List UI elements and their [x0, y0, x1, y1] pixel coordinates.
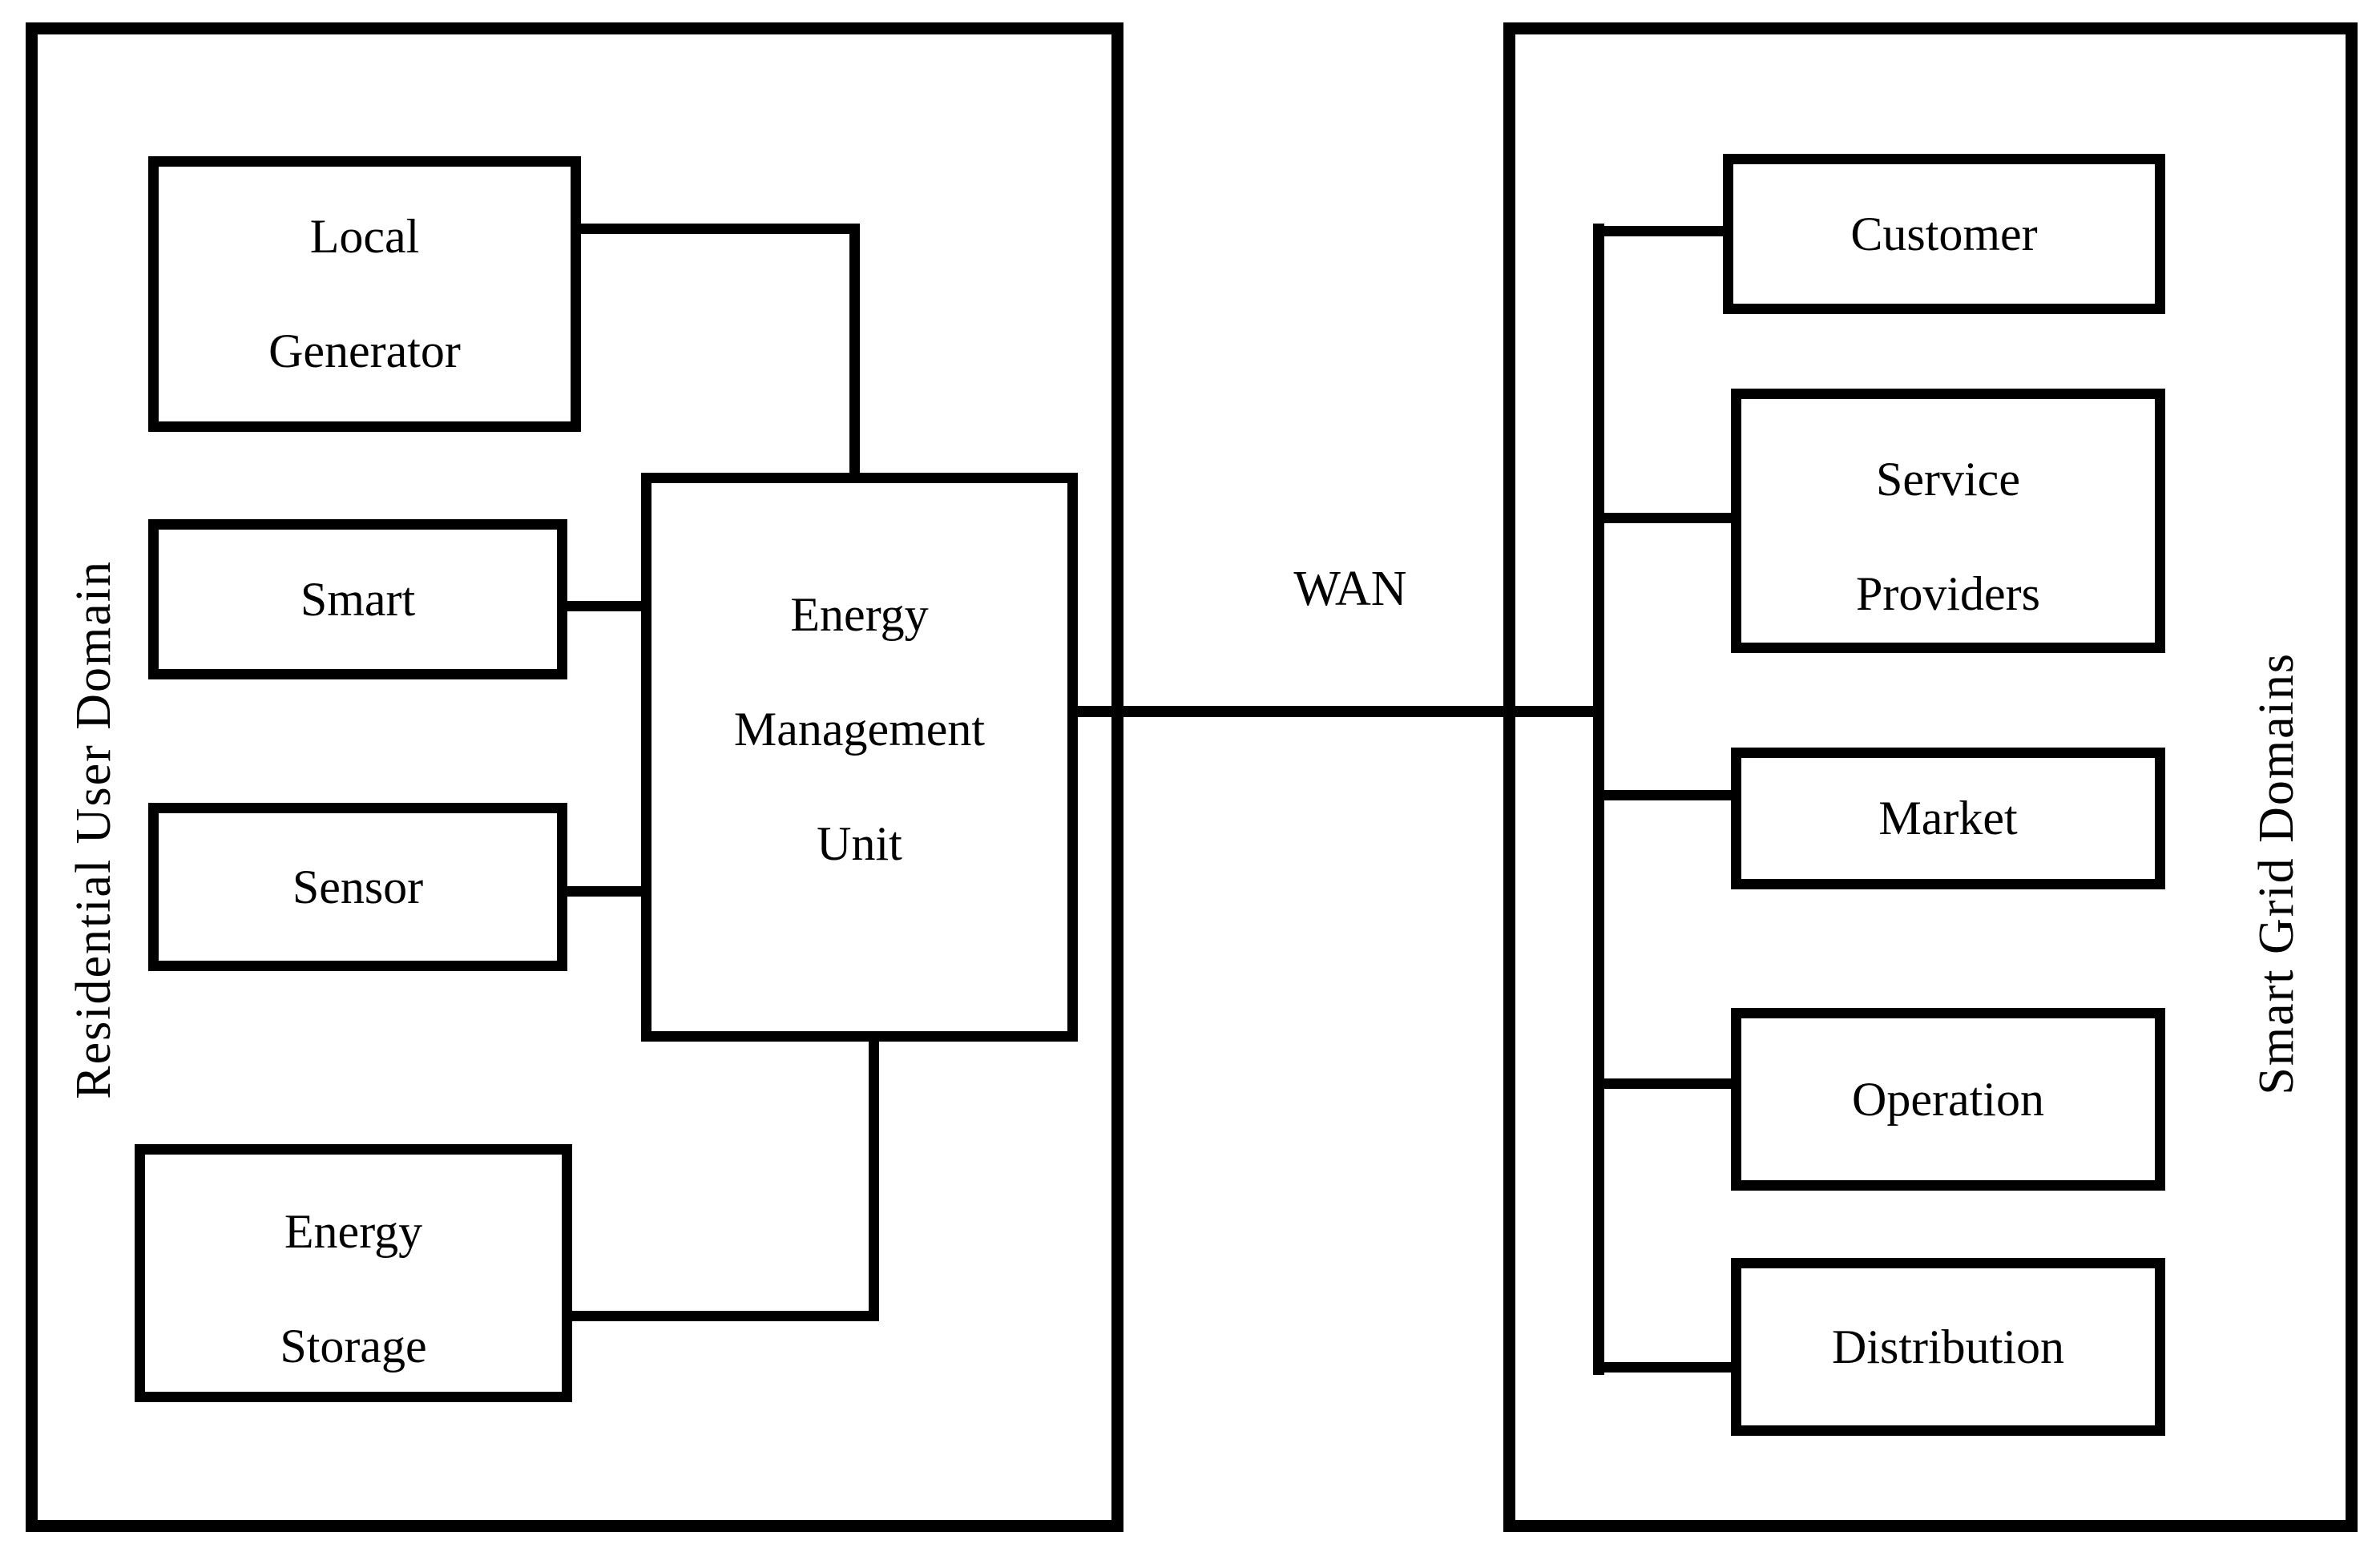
connector-sensor-stub	[567, 886, 641, 897]
node-operation: Operation	[1731, 1008, 2165, 1191]
node-energy-management-unit-line2: Management	[733, 702, 986, 756]
smart-grid-domains-box	[1503, 22, 2358, 1532]
node-local-generator-line2: Generator	[268, 324, 461, 377]
node-energy-storage-line1: Energy	[284, 1205, 423, 1258]
node-distribution-label: Distribution	[1831, 1320, 2064, 1373]
node-sensor: Sensor	[148, 803, 567, 971]
node-service-providers-line2: Providers	[1856, 567, 2040, 620]
residential-user-domain-box	[26, 22, 1123, 1532]
connector-wan-line	[1078, 706, 1604, 717]
wan-label: WAN	[1293, 562, 1407, 616]
node-energy-storage: Energy Storage	[135, 1144, 572, 1402]
connector-operation-stub	[1604, 1078, 1731, 1089]
smart-grid-domains-label-text: Smart Grid Domains	[2249, 651, 2304, 1095]
node-service-providers-line1: Service	[1876, 453, 2020, 506]
connector-market-stub	[1604, 790, 1731, 800]
node-local-generator-line1: Local	[309, 210, 420, 263]
smart-grid-domains-label: Smart Grid Domains	[2225, 449, 2329, 1298]
node-sensor-label: Sensor	[292, 860, 424, 913]
connector-smart-stub	[567, 601, 641, 611]
residential-user-domain-label-text: Residential User Domain	[66, 559, 121, 1099]
node-customer: Customer	[1723, 154, 2165, 314]
node-service-providers: Service Providers	[1731, 389, 2165, 653]
node-customer-label: Customer	[1850, 207, 2038, 260]
node-operation-label: Operation	[1852, 1072, 2044, 1126]
connector-energy-storage-horizontal	[572, 1311, 879, 1321]
connector-right-bus	[1593, 224, 1604, 1375]
connector-service-providers-stub	[1604, 513, 1731, 523]
connector-local-generator-horizontal	[581, 224, 860, 234]
connector-local-generator-vertical	[849, 224, 860, 483]
node-energy-storage-line2: Storage	[280, 1320, 427, 1373]
connector-customer-stub	[1604, 226, 1723, 236]
node-distribution: Distribution	[1731, 1258, 2165, 1436]
connector-distribution-stub	[1604, 1362, 1731, 1373]
node-energy-management-unit: Energy Management Unit	[641, 473, 1078, 1042]
node-energy-management-unit-line1: Energy	[790, 587, 929, 641]
node-market-label: Market	[1878, 792, 2018, 844]
residential-user-domain-label: Residential User Domain	[42, 345, 146, 1314]
node-energy-management-unit-line3: Unit	[817, 816, 902, 870]
node-smart: Smart	[148, 519, 567, 679]
connector-energy-storage-vertical	[869, 1038, 879, 1318]
node-market: Market	[1731, 748, 2165, 889]
node-local-generator: Local Generator	[148, 156, 581, 432]
node-smart-label: Smart	[300, 572, 416, 626]
